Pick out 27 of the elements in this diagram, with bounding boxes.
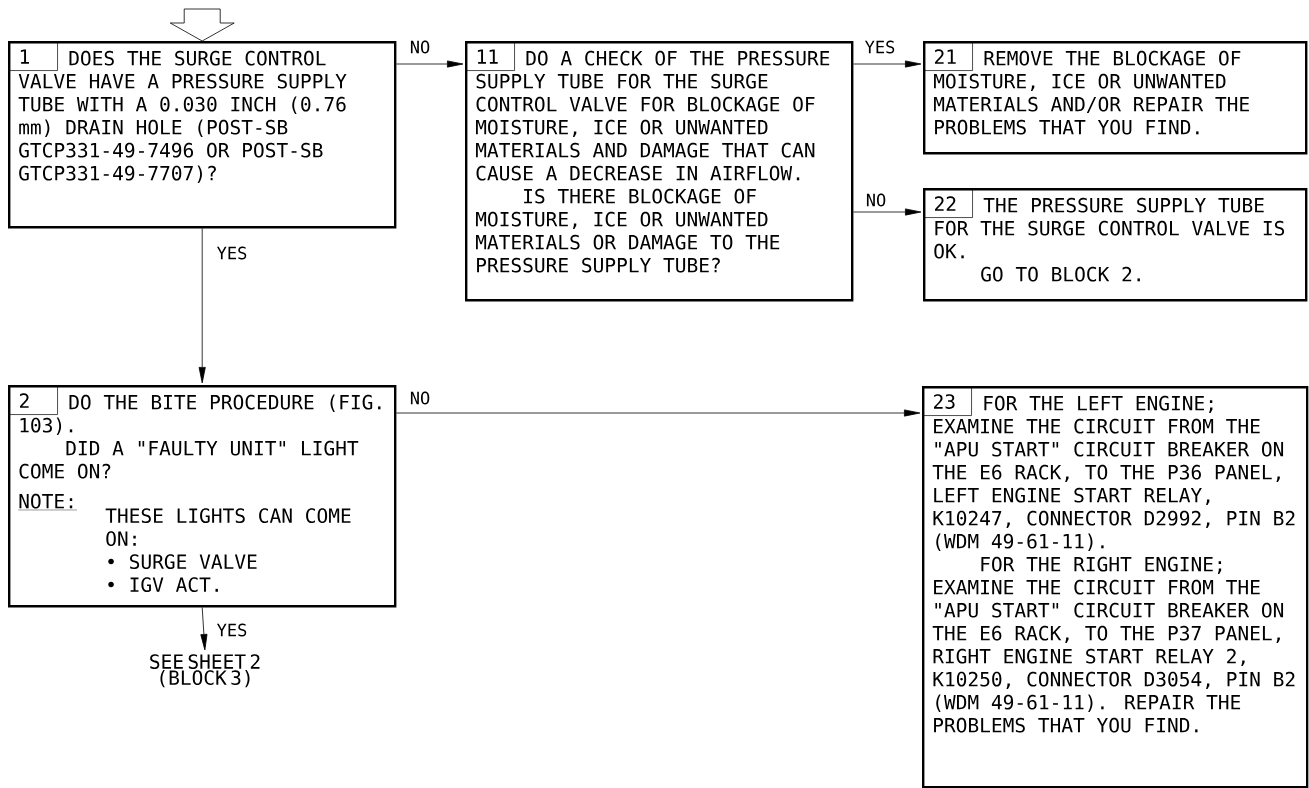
node-label: 103). — [20, 417, 73, 435]
entry-arrow — [169, 8, 235, 42]
node-label: DO THE BITE PROCEDURE (FIG. — [69, 394, 381, 412]
arrow — [198, 228, 206, 384]
block-number: 23 — [923, 387, 972, 416]
edge-label: YES — [863, 39, 897, 55]
edge-label: NO — [408, 39, 432, 55]
edge-label: NO — [864, 192, 888, 208]
arrow — [200, 607, 208, 651]
node-label: • IGV ACT. — [108, 577, 218, 593]
arrow — [853, 60, 922, 68]
node-label: THESE LIGHTS CAN COME ON: — [105, 508, 351, 547]
node-label: • SURGE VALVE — [108, 554, 257, 570]
block-number: 11 — [466, 42, 515, 71]
block-number: 21 — [924, 42, 973, 71]
block-number: 1 — [9, 42, 58, 71]
arrow — [853, 208, 922, 216]
arrow — [396, 409, 921, 417]
node-label: NOTE: — [19, 493, 73, 509]
reference-text: SEE SHEET 2 (BLOCK 3) — [150, 654, 260, 688]
edge-label: YES — [215, 622, 249, 638]
arrow — [396, 60, 464, 68]
node-label: DID A "FAULTY UNIT" LIGHT COME ON? — [19, 440, 359, 479]
edge-label: NO — [408, 390, 432, 406]
block-number: 22 — [924, 189, 973, 218]
block-number: 2 — [9, 386, 58, 415]
edge-label: YES — [215, 245, 249, 261]
